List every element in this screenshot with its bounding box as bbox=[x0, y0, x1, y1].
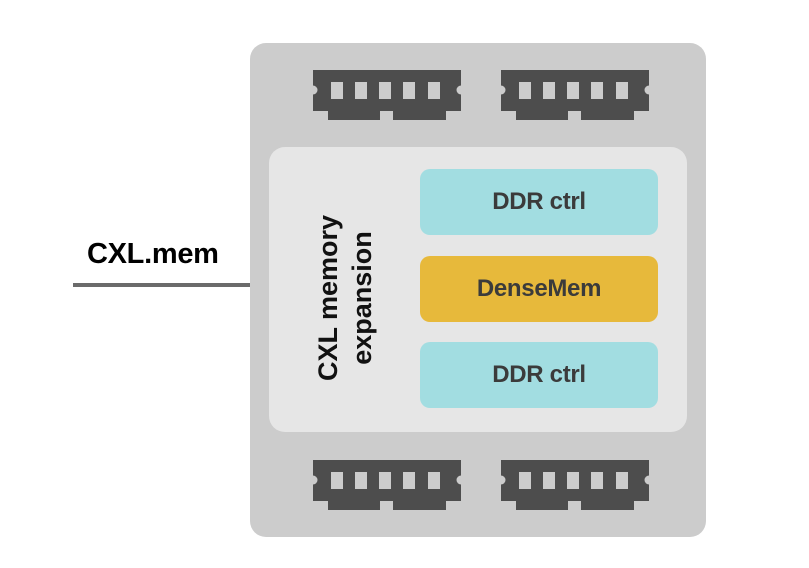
ram-module-icon bbox=[313, 460, 461, 510]
ram-chip-slot bbox=[591, 82, 603, 99]
ram-leg bbox=[393, 500, 446, 510]
ram-chip-slot bbox=[543, 472, 555, 489]
densemem-block: DenseMem bbox=[420, 256, 658, 322]
ram-chip-slot bbox=[519, 472, 531, 489]
ram-leg bbox=[516, 500, 568, 510]
densemem-label: DenseMem bbox=[476, 275, 602, 302]
ram-chip-slot bbox=[567, 472, 579, 489]
ddr-ctrl-block-top: DDR ctrl bbox=[420, 169, 658, 235]
ddr-ctrl-label: DDR ctrl bbox=[492, 361, 586, 388]
ram-module-icon bbox=[313, 70, 461, 120]
ram-chip-slot bbox=[355, 82, 367, 99]
ram-chip-slot bbox=[428, 472, 440, 489]
ram-chip-slot bbox=[331, 82, 343, 99]
ram-module-icon bbox=[501, 70, 649, 120]
ram-leg bbox=[581, 500, 634, 510]
ram-notch bbox=[501, 475, 506, 485]
ram-leg bbox=[328, 110, 380, 120]
ram-notch bbox=[313, 475, 318, 485]
ram-leg bbox=[516, 110, 568, 120]
ram-chip-slot bbox=[379, 82, 391, 99]
ram-leg bbox=[581, 110, 634, 120]
ram-chip-slot bbox=[567, 82, 579, 99]
ram-chip-slot bbox=[379, 472, 391, 489]
ram-chip-slot bbox=[331, 472, 343, 489]
ram-chip-slot bbox=[616, 82, 628, 99]
ram-leg bbox=[393, 110, 446, 120]
ram-notch bbox=[501, 85, 506, 95]
ram-notch bbox=[644, 475, 649, 485]
ram-chip-slot bbox=[355, 472, 367, 489]
ram-chip-slot bbox=[543, 82, 555, 99]
device-label-line1: CXL memory bbox=[313, 214, 343, 382]
ram-chip-slot bbox=[519, 82, 531, 99]
ram-notch bbox=[456, 475, 461, 485]
ram-chip-slot bbox=[428, 82, 440, 99]
ram-leg bbox=[328, 500, 380, 510]
ram-notch bbox=[313, 85, 318, 95]
cxl-mem-label: CXL.mem bbox=[87, 238, 219, 270]
ram-chip-slot bbox=[591, 472, 603, 489]
ddr-ctrl-label: DDR ctrl bbox=[492, 188, 586, 215]
ram-chip-slot bbox=[403, 82, 415, 99]
device-label: CXL memory expansion bbox=[311, 215, 379, 381]
ddr-ctrl-block-bottom: DDR ctrl bbox=[420, 342, 658, 408]
ram-chip-slot bbox=[403, 472, 415, 489]
cxl-mem-link-line bbox=[73, 283, 250, 287]
device-label-line2: expansion bbox=[347, 231, 377, 365]
ram-chip-slot bbox=[616, 472, 628, 489]
ram-notch bbox=[456, 85, 461, 95]
ram-module-icon bbox=[501, 460, 649, 510]
ram-notch bbox=[644, 85, 649, 95]
